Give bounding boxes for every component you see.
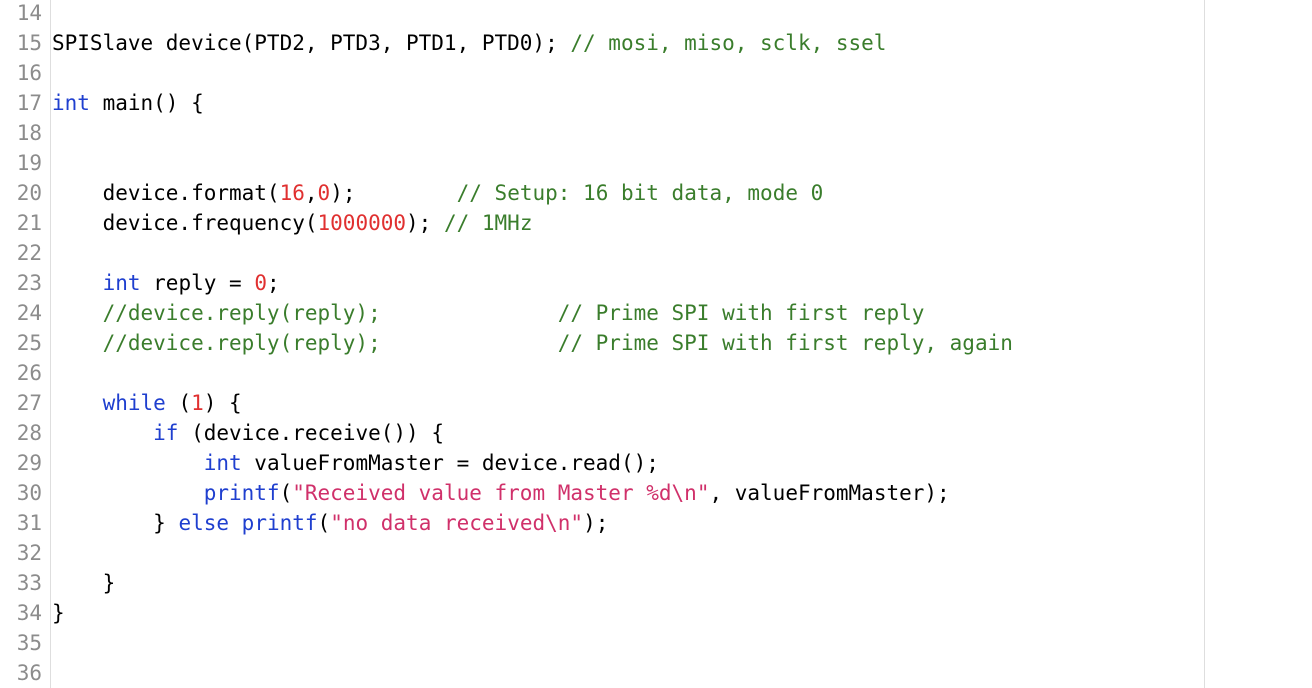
code-token xyxy=(229,511,242,535)
code-token: printf xyxy=(241,511,318,535)
code-line[interactable]: 32 xyxy=(0,538,1013,568)
code-token: 1000000 xyxy=(317,211,407,235)
line-number: 26 xyxy=(16,361,42,385)
code-token: SPISlave device(PTD2, PTD3, PTD1, PTD0); xyxy=(52,31,571,55)
code-token: reply = xyxy=(140,271,255,295)
code-token: ); xyxy=(583,511,609,535)
line-number: 16 xyxy=(16,61,42,85)
code-token: main() { xyxy=(89,91,204,115)
code-token: 1 xyxy=(191,391,204,415)
code-line[interactable]: 25 //device.reply(reply); // Prime SPI w… xyxy=(0,328,1013,358)
code-token: } xyxy=(52,601,65,625)
code-line[interactable]: 33 } xyxy=(0,568,1013,598)
code-token: //device.reply(reply); // Prime SPI with… xyxy=(52,301,925,325)
code-token: ); xyxy=(330,181,457,205)
code-line[interactable]: 14 xyxy=(0,0,1013,28)
code-token: ( xyxy=(317,511,331,535)
line-number: 15 xyxy=(16,31,42,55)
print-margin-rule xyxy=(1204,0,1205,688)
line-number: 33 xyxy=(16,571,42,595)
code-line[interactable]: 22 xyxy=(0,238,1013,268)
code-token: ( xyxy=(165,391,192,415)
code-token xyxy=(52,271,103,295)
line-number: 20 xyxy=(16,181,42,205)
code-line[interactable]: 18 xyxy=(0,118,1013,148)
code-line[interactable]: 36 xyxy=(0,658,1013,688)
code-token xyxy=(52,481,204,505)
line-number: 21 xyxy=(16,211,42,235)
code-token: int xyxy=(203,451,242,475)
code-line[interactable]: 17 int main() { xyxy=(0,88,1013,118)
code-line[interactable]: 31 } else printf("no data received\n"); xyxy=(0,508,1013,538)
code-token: , xyxy=(304,181,318,205)
code-token: , valueFromMaster); xyxy=(709,481,950,505)
line-number: 18 xyxy=(16,121,42,145)
code-line[interactable]: 21 device.frequency(1000000); // 1MHz xyxy=(0,208,1013,238)
line-number: 36 xyxy=(16,661,42,685)
code-token: } xyxy=(52,571,116,595)
code-token: 0 xyxy=(317,181,331,205)
code-line[interactable]: 27 while (1) { xyxy=(0,388,1013,418)
line-number: 23 xyxy=(16,271,42,295)
code-token: valueFromMaster = device.read(); xyxy=(241,451,659,475)
code-token xyxy=(52,391,103,415)
code-line[interactable]: 28 if (device.receive()) { xyxy=(0,418,1013,448)
code-line[interactable]: 30 printf("Received value from Master %d… xyxy=(0,478,1013,508)
code-token: while xyxy=(102,391,166,415)
code-line[interactable]: 26 xyxy=(0,358,1013,388)
code-token: else xyxy=(178,511,230,535)
code-token: (device.receive()) { xyxy=(178,421,444,445)
code-token: ); xyxy=(406,211,444,235)
code-token: device.format( xyxy=(52,181,280,205)
code-token: // 1MHz xyxy=(443,211,533,235)
line-number: 22 xyxy=(16,241,42,265)
code-token: ; xyxy=(266,271,280,295)
code-line[interactable]: 23 int reply = 0; xyxy=(0,268,1013,298)
code-token: int xyxy=(102,271,141,295)
code-token: ) { xyxy=(203,391,242,415)
code-token: //device.reply(reply); // Prime SPI with… xyxy=(52,331,1013,355)
code-line[interactable]: 24 //device.reply(reply); // Prime SPI w… xyxy=(0,298,1013,328)
line-number: 35 xyxy=(16,631,42,655)
code-line[interactable]: 19 xyxy=(0,148,1013,178)
code-token: 0 xyxy=(254,271,267,295)
line-number: 25 xyxy=(16,331,42,355)
code-token xyxy=(52,451,204,475)
code-token: } xyxy=(52,511,179,535)
code-token: if xyxy=(153,421,179,445)
line-number: 28 xyxy=(16,421,42,445)
code-token: // mosi, miso, sclk, ssel xyxy=(570,31,887,55)
code-token: device.frequency( xyxy=(52,211,318,235)
line-number: 32 xyxy=(16,541,42,565)
code-line[interactable]: 15 SPISlave device(PTD2, PTD3, PTD1, PTD0… xyxy=(0,28,1013,58)
code-token: int xyxy=(52,91,90,115)
code-line[interactable]: 16 xyxy=(0,58,1013,88)
code-token: // Setup: 16 bit data, mode 0 xyxy=(456,181,824,205)
line-number: 17 xyxy=(16,91,42,115)
code-area[interactable]: 14 15 SPISlave device(PTD2, PTD3, PTD1, PT… xyxy=(0,0,1013,688)
code-token: 16 xyxy=(279,181,305,205)
line-number: 29 xyxy=(16,451,42,475)
line-number: 19 xyxy=(16,151,42,175)
code-token: ( xyxy=(279,481,293,505)
line-number-gutter xyxy=(0,0,51,688)
code-line[interactable]: 35 xyxy=(0,628,1013,658)
code-token: printf xyxy=(203,481,280,505)
code-token: "Received value from Master %d\n" xyxy=(292,481,710,505)
line-number: 30 xyxy=(16,481,42,505)
code-line[interactable]: 34} xyxy=(0,598,1013,628)
code-line[interactable]: 29 int valueFromMaster = device.read(); xyxy=(0,448,1013,478)
line-number: 24 xyxy=(16,301,42,325)
line-number: 31 xyxy=(16,511,42,535)
line-number: 14 xyxy=(16,1,42,25)
code-token xyxy=(52,421,153,445)
line-number: 27 xyxy=(16,391,42,415)
line-number: 34 xyxy=(16,601,42,625)
code-line[interactable]: 20 device.format(16,0); // Setup: 16 bit… xyxy=(0,178,1013,208)
code-token: "no data received\n" xyxy=(330,511,584,535)
